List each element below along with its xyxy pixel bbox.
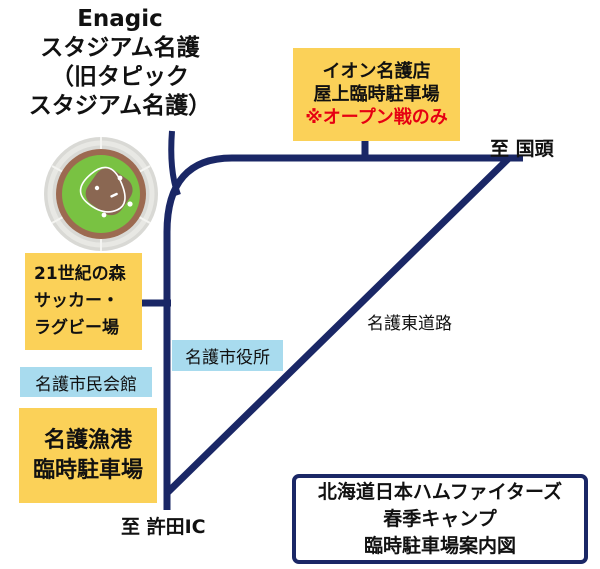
city-hall-label: 名護市役所 <box>185 348 270 368</box>
stadium-title-line: Enagic <box>77 6 163 32</box>
legend-line: 北海道日本ハムファイターズ <box>317 480 563 503</box>
stadium-title: Enagic スタジアム名護 （旧タピック スタジアム名護） <box>12 5 228 121</box>
civic-hall-label: 名護市民会館 <box>35 374 137 395</box>
legend-line: 臨時駐車場案内図 <box>363 534 516 557</box>
destination-kyoda-ic: 至 許田IC <box>121 516 206 538</box>
fishing-port-parking-box: 名護漁港 臨時駐車場 <box>19 408 157 503</box>
forest-field-box: 21世紀の森 サッカー・ ラグビー場 <box>25 253 142 350</box>
fishing-port-line: 臨時駐車場 <box>32 457 143 483</box>
forest-field-line: サッカー・ <box>34 291 119 311</box>
map-legend-box: 北海道日本ハムファイターズ 春季キャンプ 臨時駐車場案内図 <box>292 474 588 564</box>
stadium-title-line: スタジアム名護 <box>40 35 200 61</box>
road-stadium-stub <box>168 130 181 197</box>
aeon-parking-line: イオン名護店 <box>322 61 431 82</box>
city-hall-box: 名護市役所 <box>172 340 283 371</box>
aeon-parking-box: イオン名護店 屋上臨時駐車場 ※オープン戦のみ <box>293 48 460 141</box>
aeon-parking-note: ※オープン戦のみ <box>305 107 448 128</box>
stadium-title-line: （旧タピック <box>51 64 189 90</box>
legend-line: 春季キャンプ <box>383 507 497 530</box>
aeon-parking-line: 屋上臨時駐車場 <box>313 84 440 105</box>
baseball-stadium-icon <box>44 137 158 251</box>
road-nago-higashi-expressway <box>163 156 511 497</box>
road-main-route <box>163 154 523 510</box>
forest-field-line: ラグビー場 <box>34 318 119 338</box>
forest-field-line: 21世紀の森 <box>34 264 126 284</box>
civic-hall-box: 名護市民会館 <box>20 367 152 397</box>
fishing-port-line: 名護漁港 <box>43 427 132 453</box>
stadium-title-line: スタジアム名護） <box>28 93 212 119</box>
expressway-label: 名護東道路 <box>367 314 452 334</box>
destination-kunigami: 至 国頭 <box>490 138 554 160</box>
